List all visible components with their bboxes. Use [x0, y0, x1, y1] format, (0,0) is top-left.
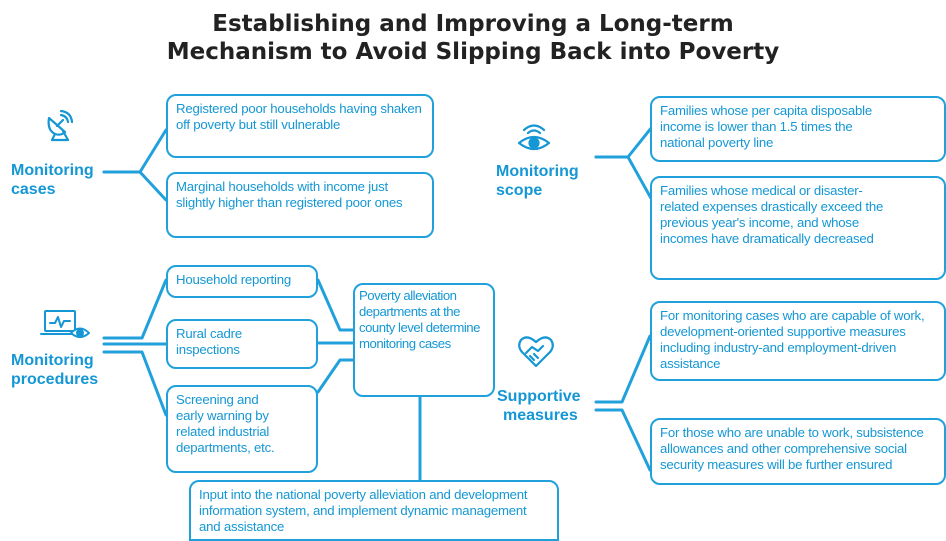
connector-screen-determine — [316, 358, 355, 394]
diagram-title: Establishing and Improving a Long-term M… — [0, 10, 946, 66]
monitoring-cases-label: Monitoring cases — [11, 161, 94, 199]
title-line-2: Mechanism to Avoid Slipping Back into Po… — [166, 39, 780, 65]
cases-box-registered: Registered poor households having shaken… — [166, 94, 434, 158]
connector-proc-1 — [102, 278, 168, 340]
title-line-1: Establishing and Improving a Long-term — [212, 11, 734, 37]
proc-box-household: Household reporting — [166, 265, 318, 298]
monitoring-scope-label: Monitoring scope — [496, 162, 579, 200]
proc-box-cadre: Rural cadre inspections — [166, 319, 318, 369]
connector-support-1 — [594, 334, 652, 404]
scope-box-income: Families whose per capita disposable inc… — [650, 96, 946, 162]
proc-box-input: Input into the national poverty alleviat… — [189, 480, 559, 541]
proc-box-determine: Poverty alleviation departments at the c… — [353, 283, 495, 397]
connector-cases-2 — [102, 170, 168, 202]
monitoring-cases-label-line1: Monitoring — [11, 162, 94, 179]
laptop-eye-icon — [40, 308, 90, 343]
support-box-unable: For those who are unable to work, subsis… — [650, 418, 946, 485]
supportive-measures-label-line2: measures — [503, 407, 578, 424]
handshake-heart-icon — [517, 334, 555, 373]
monitoring-scope-label-line1: Monitoring — [496, 163, 579, 180]
satellite-dish-icon — [41, 109, 74, 147]
connector-cases-1 — [102, 128, 168, 174]
monitoring-procedures-label-line2: procedures — [11, 371, 99, 388]
scope-box-expenses: Families whose medical or disaster-relat… — [650, 176, 946, 280]
connector-proc-3 — [102, 350, 168, 417]
supportive-measures-label-line1: Supportive — [497, 388, 581, 405]
eye-icon — [516, 122, 552, 157]
connector-scope-2 — [594, 155, 654, 202]
monitoring-procedures-label-line1: Monitoring — [11, 352, 94, 369]
connector-support-2 — [594, 408, 652, 472]
monitoring-cases-label-line2: cases — [11, 181, 56, 198]
monitoring-scope-label-line2: scope — [496, 182, 543, 199]
connector-scope-1 — [594, 125, 654, 159]
monitoring-procedures-label: Monitoring procedures — [11, 351, 99, 389]
support-box-capable: For monitoring cases who are capable of … — [650, 301, 946, 381]
connector-report-determine — [316, 278, 355, 332]
cases-box-marginal: Marginal households with income just sli… — [166, 172, 434, 238]
supportive-measures-label: Supportive measures — [497, 387, 581, 425]
proc-box-screening: Screening and early warning by related i… — [166, 385, 318, 473]
